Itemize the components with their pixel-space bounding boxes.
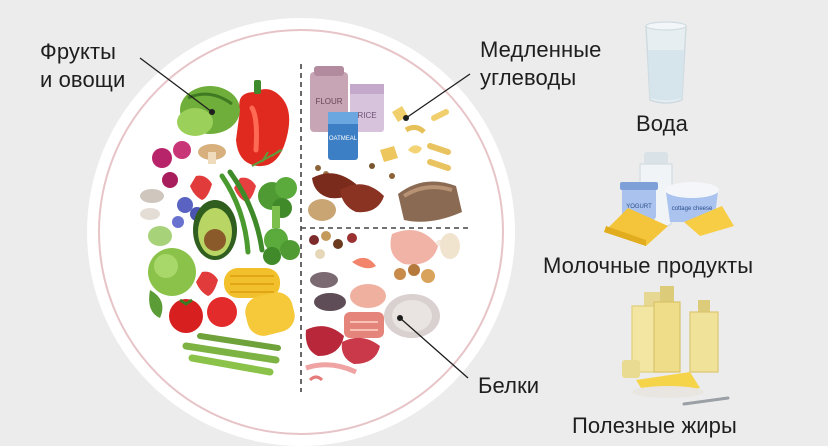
- label-slow-carbs: Медленные углеводы: [480, 36, 601, 92]
- cottage-cheese-text: cottage cheese: [672, 206, 713, 212]
- label-fruits-line-1: Фрукты: [40, 39, 117, 64]
- leader-line-carbs: [405, 73, 471, 119]
- label-healthy-fats: Полезные жиры: [572, 412, 737, 440]
- leader-line-fruits: [139, 57, 213, 113]
- oatmeal-box-text: OATMEAL: [329, 136, 358, 142]
- healthy-fats-icon: [622, 286, 730, 406]
- label-carbs-line-1: Медленные: [480, 37, 602, 62]
- slow-carbs-group: FLOUR RICE OATMEAL: [308, 66, 462, 222]
- label-water-text: Вода: [636, 111, 688, 136]
- label-fats-text: Полезные жиры: [572, 413, 737, 438]
- fruits-vegetables-group: [140, 80, 300, 376]
- yogurt-cup-text: YOGURT: [626, 204, 652, 210]
- label-fruits-vegetables: Фрукты и овощи: [40, 38, 125, 94]
- label-carbs-line-2: углеводы: [480, 65, 577, 90]
- flour-bag-text: FLOUR: [315, 97, 342, 106]
- dairy-products-icon: YOGURT cottage cheese: [604, 152, 734, 246]
- label-dairy: Молочные продукты: [543, 252, 753, 280]
- label-proteins: Белки: [478, 372, 539, 400]
- water-glass-icon: [645, 21, 687, 104]
- proteins-group: [305, 230, 460, 382]
- label-proteins-text: Белки: [478, 373, 540, 398]
- leader-line-proteins: [399, 317, 469, 379]
- label-dairy-text: Молочные продукты: [543, 253, 754, 278]
- rice-box-text: RICE: [357, 111, 376, 120]
- label-fruits-line-2: и овощи: [40, 67, 126, 92]
- label-water: Вода: [636, 110, 688, 138]
